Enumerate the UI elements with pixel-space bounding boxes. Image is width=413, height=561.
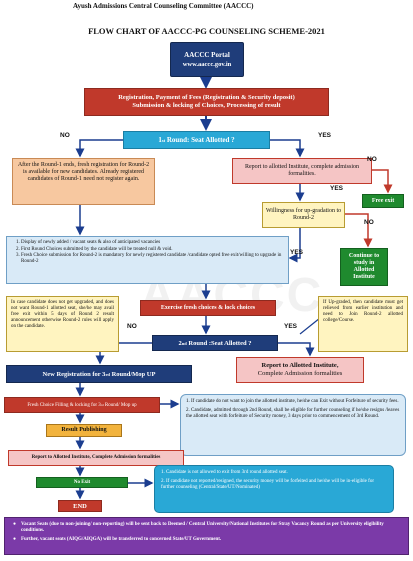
bullet-icon: ● [13, 537, 17, 542]
instruction-item: Display of newly added / vacant seats & … [21, 240, 284, 246]
round2-no-label: NO [127, 323, 137, 330]
round2-rules-box: 1. If candidate do not want to join the … [180, 394, 406, 456]
round1-no-label: NO [60, 132, 70, 139]
round2-rule-1: 1. If candidate do not want to join the … [186, 399, 399, 404]
willingness-box: Willingness for up-gradation to Round-2 [262, 202, 345, 228]
willingness-yes-label: YES [290, 249, 304, 256]
report-no-label: NO [367, 156, 377, 163]
portal-box: AACCC Portal www.aaccc.gov.in [170, 42, 244, 77]
footer-note-1-text: Vacant Seats (due to non-joining/ non-re… [21, 522, 384, 533]
round2-rule-2: 2. Candidate, admitted through 2nd Round… [186, 408, 400, 419]
mop-rule-2: 2. If candidate not reported/resigned, t… [161, 479, 374, 490]
fresh-choice-prefix: Fresh Choice Filling & locking for 3 [27, 402, 101, 408]
footer-note-1: ● Vacant Seats (due to non-joining/ non-… [13, 522, 400, 534]
result-publishing-box: Result Publishing [46, 424, 122, 437]
registration-line1: Registration, Payment of Fees (Registrat… [118, 94, 295, 101]
upgraded-box: If Up-graded, then candidate must get re… [318, 296, 408, 352]
footer-note-2: ● Further, vacant seats (AIQG/AIQGA) wil… [13, 537, 400, 543]
end-box: END [58, 500, 102, 512]
report-yes-label: YES [330, 185, 344, 192]
instruction-item: Fresh Choice submission for Round-2 is m… [21, 253, 284, 265]
round2-instructions-list: Display of newly added / vacant seats & … [11, 240, 284, 265]
round1-sup: st [161, 137, 166, 143]
fresh-choice-text: Round/ Mop up [103, 402, 137, 408]
exercise-choices-box: Exercise fresh choices & lock choices [140, 300, 276, 316]
portal-title: AACCC Portal [184, 50, 230, 59]
mop-rule-1: 1. Candidate is not allowed to exit from… [161, 470, 288, 475]
portal-url: www.aaccc.gov.in [182, 60, 232, 68]
new-reg-text: Round/Mop UP [109, 370, 156, 378]
round2-text: Round :Seat Allotted ? [186, 339, 252, 347]
no-exit-box: No Exit [36, 477, 128, 488]
new-reg-sup: rd [105, 371, 110, 377]
new-reg-prefix: New Registration for 3 [42, 370, 106, 378]
footer-box: ● Vacant Seats (due to non-joining/ non-… [4, 517, 409, 555]
round1-yes-label: YES [318, 132, 332, 139]
registration-box: Registration, Payment of Fees (Registrat… [84, 88, 329, 116]
report-round1-box: Report to allotted Institute, complete a… [232, 158, 372, 184]
registration-line2: Submission & locking of Choices, Process… [132, 102, 281, 109]
round2-sup: nd [181, 340, 187, 346]
round2-prefix: 2 [178, 339, 182, 347]
committee-name: Ayush Admissions Central Counseling Comm… [73, 2, 254, 10]
continue-box: Continue to study in Allotted Institute [340, 248, 388, 286]
page-title: FLOW CHART OF AACCC-PG COUNSELING SCHEME… [88, 26, 325, 36]
round2-yes-label: YES [284, 323, 298, 330]
round1-text: Round: Seat Allotted ? [165, 136, 235, 144]
instruction-item: First Round Choices submitted by the can… [21, 247, 284, 253]
mop-rules-box: 1. Candidate is not allowed to exit from… [154, 465, 394, 513]
round1-prefix: 1 [158, 136, 162, 144]
free-exit-box: Free exit [362, 194, 404, 208]
report-round2-line2: Complete Admission formalities [257, 370, 343, 377]
round1-forfeit-box: In case candidate does not get upgraded,… [6, 296, 119, 352]
willingness-no-label: NO [364, 219, 374, 226]
bullet-icon: ● [13, 522, 17, 527]
footer-note-2-text: Further, vacant seats (AIQG/AIQGA) will … [21, 537, 222, 542]
fresh-choice-sup: rd [100, 403, 104, 407]
report-round3-box: Report to Allotted Institute, Complete A… [8, 450, 184, 466]
no-seat-round1-box: After the Round-1 ends, fresh registrati… [12, 158, 155, 205]
report-round2-box: Report to Allotted Institute, Complete A… [236, 357, 364, 383]
round2-instructions-box: Display of newly added / vacant seats & … [6, 236, 289, 284]
report-round2-line1: Report to Allotted Institute, [261, 362, 339, 369]
